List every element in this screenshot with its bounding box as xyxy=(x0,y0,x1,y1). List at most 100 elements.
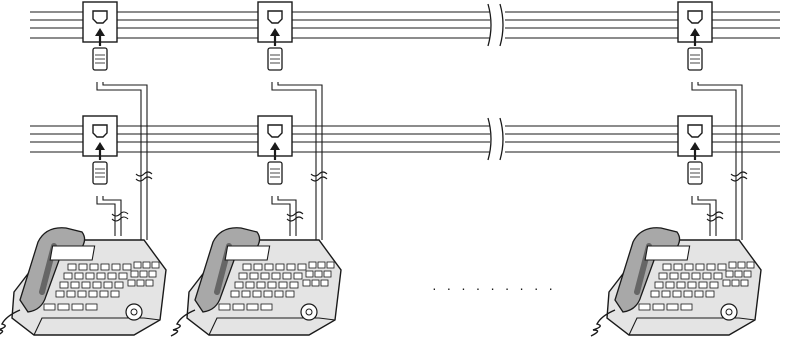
phone-key xyxy=(110,290,120,298)
phone-key xyxy=(709,281,719,289)
phone-key xyxy=(289,281,299,289)
cable-break-mark xyxy=(286,216,304,222)
phone-key xyxy=(136,279,145,287)
phone-key xyxy=(77,290,87,298)
upper-line-break-mark xyxy=(499,3,504,47)
phone-display xyxy=(49,245,96,261)
jack-socket-icon xyxy=(687,10,703,24)
navigation-dial-center xyxy=(725,308,733,316)
station-1-telephone xyxy=(0,227,167,336)
phone-key xyxy=(311,279,320,287)
phone-key xyxy=(252,290,262,298)
function-key xyxy=(232,303,245,311)
phone-key xyxy=(285,290,295,298)
phone-key xyxy=(148,270,157,278)
lower-cable xyxy=(697,196,717,236)
phone-key xyxy=(725,270,734,278)
cable-break-mark xyxy=(706,211,724,217)
lower-cable xyxy=(691,196,711,236)
station-2-upper-jack xyxy=(257,1,293,71)
cable-break-mark xyxy=(111,211,129,217)
station-1-lower-jack xyxy=(82,115,118,185)
phone-edge xyxy=(628,317,756,336)
function-key xyxy=(260,303,273,311)
phone-key xyxy=(256,281,266,289)
phone-key xyxy=(242,263,252,271)
phone-key xyxy=(118,272,128,280)
phone-key xyxy=(271,272,281,280)
coiled-cord xyxy=(590,309,616,337)
phones-layer xyxy=(0,227,762,337)
phone-key xyxy=(687,281,697,289)
phone-key xyxy=(99,290,109,298)
phone-key xyxy=(293,272,303,280)
phone-key xyxy=(695,263,705,271)
phone-key xyxy=(317,261,326,269)
phone-key xyxy=(145,279,154,287)
cable-break-mark xyxy=(730,176,748,182)
arrow-up-icon xyxy=(95,28,105,36)
jack-socket-icon xyxy=(92,124,108,138)
jack-socket-icon xyxy=(267,10,283,24)
station-n-lower-jack xyxy=(677,115,713,185)
phone-key xyxy=(673,263,683,271)
phone-key xyxy=(731,279,740,287)
phone-key xyxy=(740,279,749,287)
phone-display xyxy=(224,245,271,261)
phone-key xyxy=(713,272,723,280)
coiled-cord xyxy=(0,309,21,335)
function-key xyxy=(680,303,693,311)
phone-key xyxy=(297,263,307,271)
phone-key xyxy=(230,290,240,298)
phone-key xyxy=(275,263,285,271)
upper-line-break-mark xyxy=(487,3,492,47)
navigation-dial-center xyxy=(130,308,138,316)
phone-key xyxy=(88,290,98,298)
phone-key xyxy=(326,261,335,269)
phone-key xyxy=(680,272,690,280)
phone-key xyxy=(81,281,91,289)
phone-key xyxy=(85,272,95,280)
phone-key xyxy=(107,272,117,280)
station-1-upper-jack xyxy=(82,1,118,71)
phone-key xyxy=(691,272,701,280)
phone-key xyxy=(661,290,671,298)
phone-key xyxy=(67,263,77,271)
phone-key xyxy=(320,279,329,287)
phone-key xyxy=(302,279,311,287)
lower-cable xyxy=(96,196,116,236)
jack-socket-icon xyxy=(267,124,283,138)
phone-key xyxy=(249,272,259,280)
phone-key xyxy=(130,270,139,278)
cable-break-mark xyxy=(135,176,153,182)
lower-cable xyxy=(277,196,297,236)
phone-key xyxy=(78,263,88,271)
phone-key xyxy=(650,290,660,298)
upper-cable xyxy=(697,82,743,240)
phone-key xyxy=(683,290,693,298)
phone-key xyxy=(100,263,110,271)
phone-key xyxy=(263,290,273,298)
phone-key xyxy=(241,290,251,298)
cable-break-mark xyxy=(286,211,304,217)
ellipsis-indicator: · · · · · · · · · xyxy=(432,280,556,296)
coiled-cord xyxy=(170,309,196,337)
function-key xyxy=(57,303,70,311)
phone-key xyxy=(672,290,682,298)
phone-key xyxy=(142,261,151,269)
phone-key xyxy=(308,261,317,269)
function-key xyxy=(638,303,651,311)
phone-key xyxy=(245,281,255,289)
phone-key xyxy=(267,281,277,289)
phone-key xyxy=(314,270,323,278)
phone-key xyxy=(139,270,148,278)
phone-key xyxy=(74,272,84,280)
phone-display xyxy=(644,245,691,261)
phone-key xyxy=(133,261,142,269)
jack-socket-icon xyxy=(92,10,108,24)
phone-key xyxy=(698,281,708,289)
phone-key xyxy=(59,281,69,289)
phone-key xyxy=(702,272,712,280)
lower-cable xyxy=(271,196,291,236)
phone-key xyxy=(264,263,274,271)
